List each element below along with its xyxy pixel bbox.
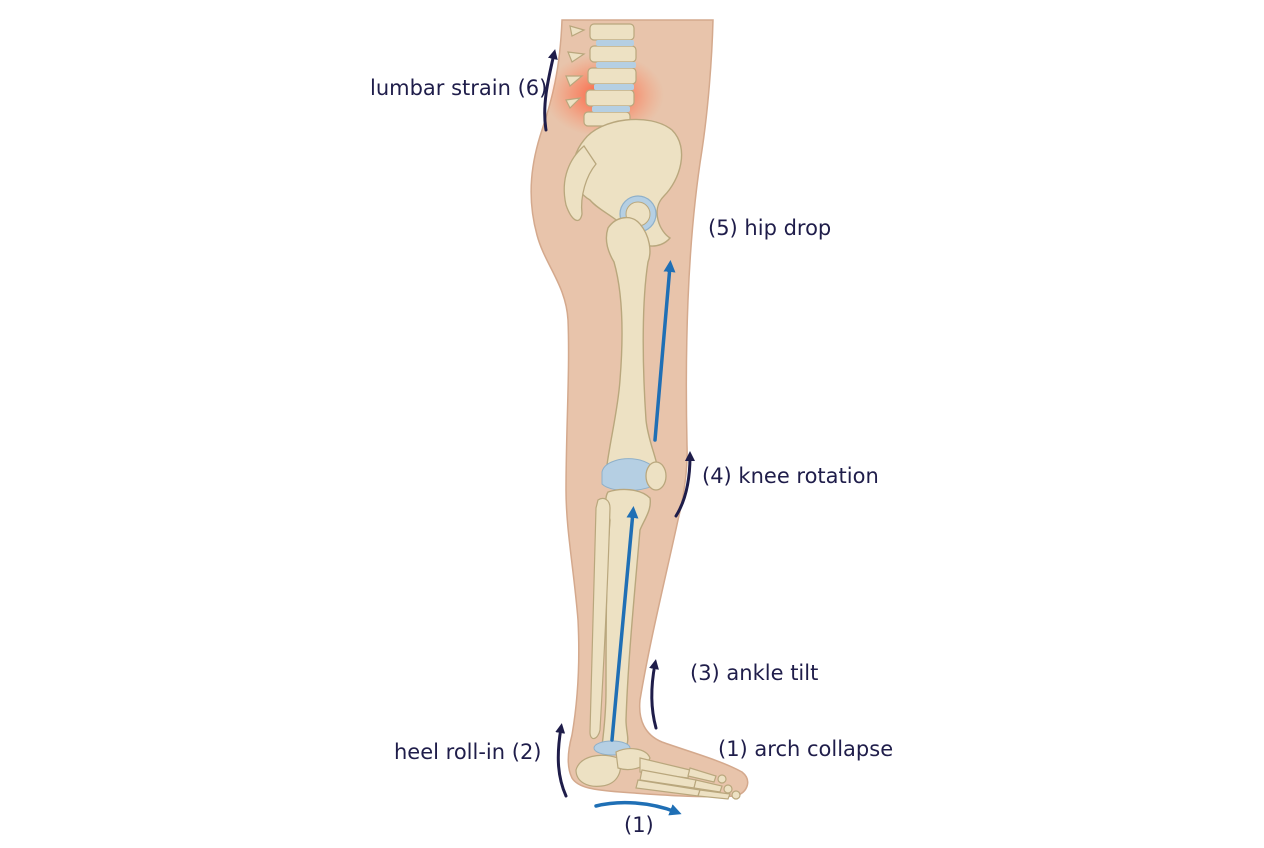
motion-arrows [543, 49, 695, 798]
label-ankle-tilt: (3) ankle tilt [690, 661, 819, 685]
label-arch-arrow: (1) [624, 813, 654, 837]
heel-arrow [555, 723, 568, 798]
label-knee-rotation: (4) knee rotation [702, 464, 879, 488]
foot-bones [575, 748, 741, 800]
label-lumbar-strain: lumbar strain (6) [370, 76, 548, 100]
sacrum [563, 145, 597, 222]
label-hip-drop: (5) hip drop [708, 216, 832, 240]
label-arch-collapse: (1) arch collapse [718, 737, 894, 761]
femur [605, 217, 659, 473]
arch-force-arrow [594, 800, 682, 816]
fibula [589, 497, 611, 740]
knee-arrow [674, 451, 695, 518]
intervertebral-discs [592, 40, 636, 112]
force-arrows [594, 260, 682, 816]
thigh-force-arrow [653, 260, 676, 442]
patella [645, 461, 667, 491]
lumbar-arrow [543, 49, 558, 132]
shin-force-arrow [610, 506, 639, 742]
label-heel-roll-in: heel roll-in (2) [394, 740, 542, 764]
ankle-arrow [649, 659, 659, 730]
